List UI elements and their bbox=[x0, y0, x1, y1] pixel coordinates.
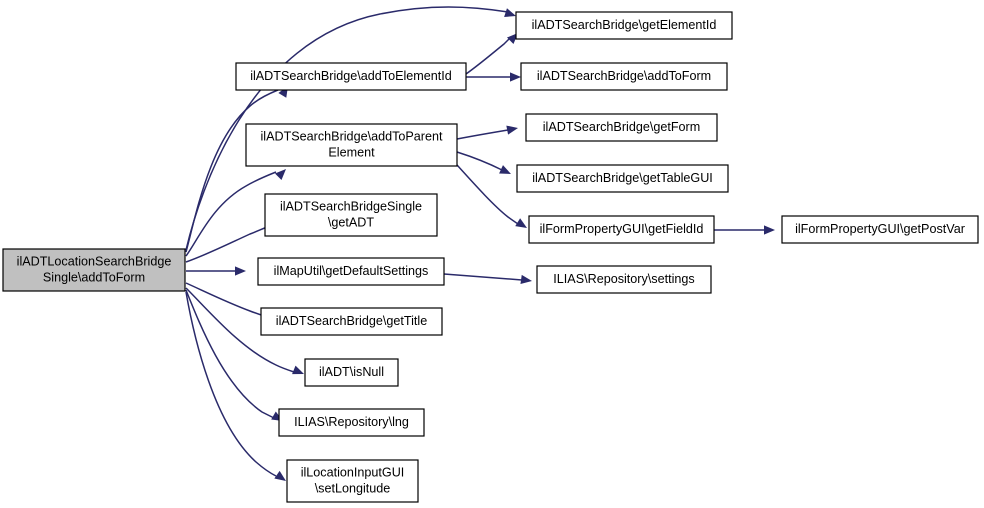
edge-addToParentElement-to-getTableGUI bbox=[456, 151, 511, 174]
edge-getFieldId-to-getPostVar bbox=[714, 225, 775, 235]
node-box-settings[interactable] bbox=[536, 265, 712, 294]
node-label-getTableGUI: ilADTSearchBridge\getTableGUI bbox=[532, 171, 713, 185]
node-label-setLongitude: ilLocationInputGUI bbox=[301, 465, 405, 479]
node-box-isNull[interactable] bbox=[304, 358, 399, 387]
node-label-getADT: ilADTSearchBridgeSingle bbox=[280, 199, 422, 213]
edge-line bbox=[185, 287, 295, 373]
node-label-root: Single\addToForm bbox=[43, 270, 145, 284]
node-box-getFieldId[interactable] bbox=[528, 215, 715, 244]
node-label-isNull: ilADT\isNull bbox=[319, 365, 384, 379]
arrowhead-icon bbox=[235, 266, 246, 276]
graph-node-getTitle[interactable]: ilADTSearchBridge\getTitle bbox=[260, 307, 443, 336]
node-label-addToForm: ilADTSearchBridge\addToForm bbox=[537, 69, 711, 83]
node-box-setLongitude[interactable] bbox=[286, 459, 419, 503]
node-box-getADT[interactable] bbox=[264, 193, 438, 237]
node-box-addToElementId[interactable] bbox=[235, 62, 467, 91]
edge-getDefaultSettings-to-settings bbox=[443, 273, 532, 285]
node-box-getDefaultSettings[interactable] bbox=[257, 257, 445, 286]
edge-root-to-addToParentElement bbox=[185, 169, 286, 257]
node-label-settings: ILIAS\Repository\settings bbox=[553, 272, 694, 286]
edge-line bbox=[456, 129, 509, 140]
node-box-lng[interactable] bbox=[278, 408, 425, 437]
graph-node-root[interactable]: ilADTLocationSearchBridgeSingle\addToFor… bbox=[2, 248, 186, 292]
edge-addToParentElement-to-getForm bbox=[456, 125, 518, 140]
node-label-getDefaultSettings: ilMapUtil\getDefaultSettings bbox=[274, 264, 429, 278]
edge-line bbox=[456, 164, 519, 225]
arrowhead-icon bbox=[274, 169, 286, 181]
node-box-getTitle[interactable] bbox=[260, 307, 443, 336]
node-label-root: ilADTLocationSearchBridge bbox=[17, 254, 172, 268]
edge-line bbox=[465, 37, 511, 75]
graph-node-getDefaultSettings[interactable]: ilMapUtil\getDefaultSettings bbox=[257, 257, 445, 286]
node-label-addToParentElement: ilADTSearchBridge\addToParent bbox=[260, 129, 443, 143]
node-box-addToParentElement[interactable] bbox=[245, 123, 458, 167]
edge-line bbox=[185, 225, 271, 263]
edge-line bbox=[185, 171, 277, 257]
graph-node-setLongitude[interactable]: ilLocationInputGUI \setLongitude bbox=[286, 459, 419, 503]
arrowhead-icon bbox=[274, 470, 286, 481]
node-label-getTitle: ilADTSearchBridge\getTitle bbox=[276, 314, 427, 328]
graph-node-addToForm[interactable]: ilADTSearchBridge\addToForm bbox=[520, 62, 728, 91]
graph-node-getForm[interactable]: ilADTSearchBridge\getForm bbox=[525, 113, 718, 142]
node-label-setLongitude: \setLongitude bbox=[315, 481, 391, 495]
edge-addToElementId-to-getElementId bbox=[465, 33, 518, 75]
arrowhead-icon bbox=[764, 225, 775, 235]
graph-node-getADT[interactable]: ilADTSearchBridgeSingle \getADT bbox=[264, 193, 438, 237]
edge-line bbox=[185, 6, 509, 251]
graph-node-addToElementId[interactable]: ilADTSearchBridge\addToElementId bbox=[235, 62, 467, 91]
arrowhead-icon bbox=[515, 218, 527, 228]
arrowhead-icon bbox=[520, 274, 532, 285]
edge-addToParentElement-to-getFieldId bbox=[456, 164, 527, 228]
node-label-getFieldId: ilFormPropertyGUI\getFieldId bbox=[540, 222, 704, 236]
arrowhead-icon bbox=[506, 33, 518, 45]
node-layer: ilADTLocationSearchBridgeSingle\addToFor… bbox=[2, 11, 979, 503]
node-label-addToElementId: ilADTSearchBridge\addToElementId bbox=[250, 69, 452, 83]
edge-line bbox=[185, 89, 279, 253]
edge-line bbox=[443, 273, 523, 281]
node-label-getForm: ilADTSearchBridge\getForm bbox=[543, 120, 700, 134]
node-box-getElementId[interactable] bbox=[515, 11, 733, 40]
edge-line bbox=[456, 151, 503, 171]
graph-node-getTableGUI[interactable]: ilADTSearchBridge\getTableGUI bbox=[516, 164, 729, 193]
node-box-root[interactable] bbox=[2, 248, 186, 292]
edge-line bbox=[185, 289, 275, 419]
node-box-getTableGUI[interactable] bbox=[516, 164, 729, 193]
edge-addToElementId-to-addToForm bbox=[466, 72, 521, 82]
graph-node-getElementId[interactable]: ilADTSearchBridge\getElementId bbox=[515, 11, 733, 40]
edge-root-to-isNull bbox=[185, 287, 304, 375]
node-label-getADT: \getADT bbox=[328, 215, 375, 229]
edge-line bbox=[185, 291, 277, 477]
arrowhead-icon bbox=[504, 8, 516, 17]
arrowhead-icon bbox=[510, 72, 521, 82]
graph-node-lng[interactable]: ILIAS\Repository\lng bbox=[278, 408, 425, 437]
node-label-getPostVar: ilFormPropertyGUI\getPostVar bbox=[795, 222, 965, 236]
node-box-getForm[interactable] bbox=[525, 113, 718, 142]
node-label-getElementId: ilADTSearchBridge\getElementId bbox=[532, 18, 717, 32]
node-box-addToForm[interactable] bbox=[520, 62, 728, 91]
arrowhead-icon bbox=[499, 165, 511, 174]
arrowhead-icon bbox=[292, 365, 304, 375]
graph-node-settings[interactable]: ILIAS\Repository\settings bbox=[536, 265, 712, 294]
edge-root-to-getElementId bbox=[185, 6, 516, 251]
edge-root-to-getDefaultSettings bbox=[186, 266, 246, 276]
node-box-getPostVar[interactable] bbox=[781, 215, 979, 244]
node-label-addToParentElement: Element bbox=[328, 145, 375, 159]
node-label-lng: ILIAS\Repository\lng bbox=[294, 415, 409, 429]
graph-node-getFieldId[interactable]: ilFormPropertyGUI\getFieldId bbox=[528, 215, 715, 244]
edge-root-to-setLongitude bbox=[185, 291, 286, 481]
arrowhead-icon bbox=[506, 125, 518, 135]
graph-node-getPostVar[interactable]: ilFormPropertyGUI\getPostVar bbox=[781, 215, 979, 244]
graph-node-isNull[interactable]: ilADT\isNull bbox=[304, 358, 399, 387]
